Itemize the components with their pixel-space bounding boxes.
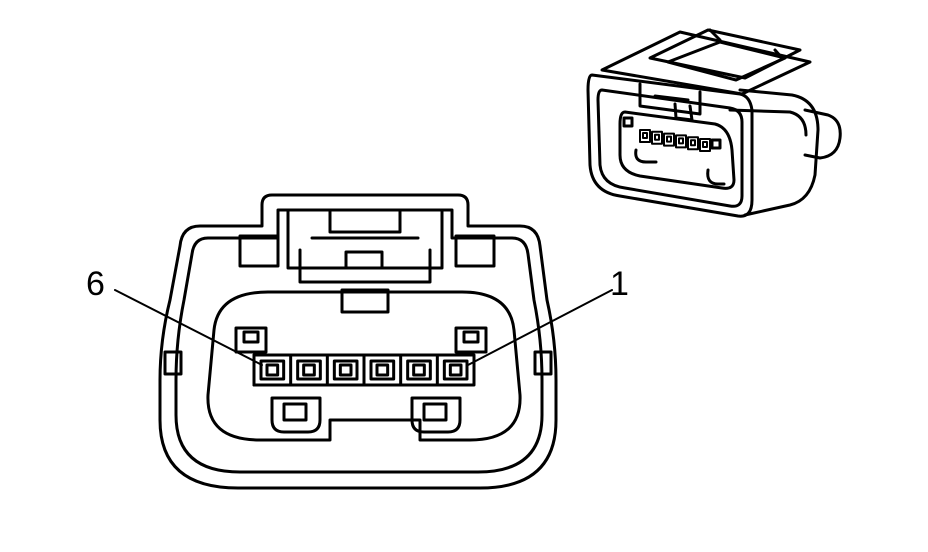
iso-terminal <box>687 136 699 151</box>
terminal-cavity <box>325 353 359 387</box>
leader-line-pin-6 <box>114 289 263 366</box>
iso-terminal-core <box>678 137 684 145</box>
iso-terminal <box>639 129 651 143</box>
terminal-cavity <box>289 353 322 387</box>
top-latch <box>238 208 496 314</box>
terminal-cavity <box>362 353 396 387</box>
iso-terminal <box>699 138 711 152</box>
pin-label-1: 1 <box>610 265 629 303</box>
iso-terminal-core <box>654 133 660 141</box>
iso-terminal <box>651 130 663 145</box>
terminal-row <box>252 353 476 387</box>
terminal-cavity <box>399 353 432 387</box>
iso-terminal-core <box>690 139 696 147</box>
leader-line-pin-1 <box>467 289 613 366</box>
pin-label-6: 6 <box>86 265 105 303</box>
iso-terminal <box>675 134 687 149</box>
cavity-opening <box>206 290 522 442</box>
connector-face-view <box>158 193 558 490</box>
iso-terminal-core <box>702 141 708 148</box>
outer-shell <box>158 193 558 490</box>
inner-shell <box>174 208 544 474</box>
iso-terminal-core <box>642 132 648 139</box>
iso-terminal <box>663 132 675 147</box>
terminal-cavity <box>252 353 286 387</box>
terminal-cavity <box>435 353 469 387</box>
iso-terminal-core <box>666 135 672 143</box>
connector-isometric-view <box>586 28 842 218</box>
